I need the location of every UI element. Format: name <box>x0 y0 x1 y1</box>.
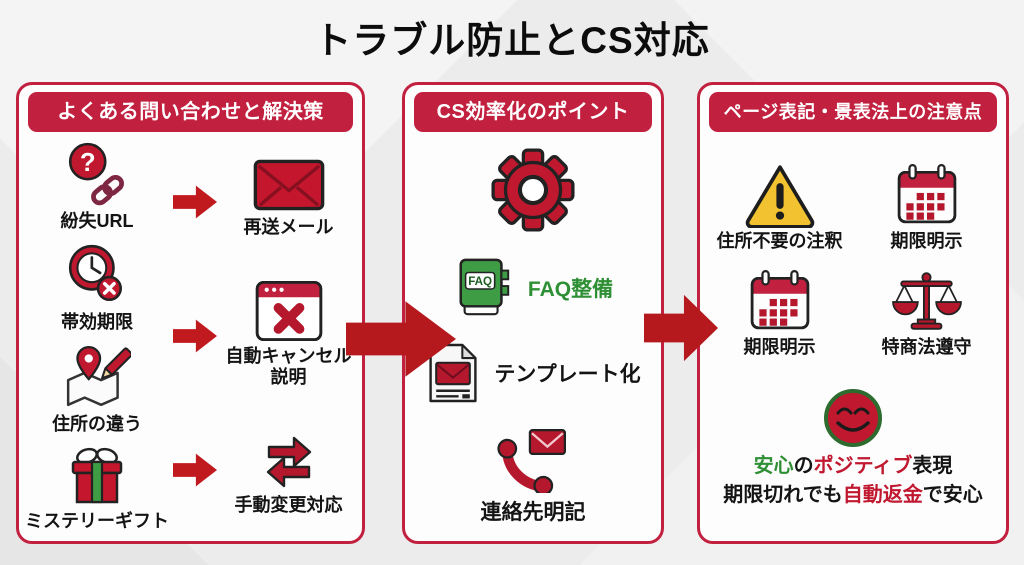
note-item-address: 住所不要の注釈 <box>706 162 853 252</box>
smiley-icon <box>824 388 882 447</box>
expired-clock-icon <box>68 244 122 302</box>
solution-item-manual-change: 手動変更対応 <box>235 430 343 516</box>
document-envelope-icon <box>429 343 477 403</box>
calendar-icon <box>897 164 956 224</box>
efficiency-label: FAQ整備 <box>527 278 614 302</box>
problem-item-mystery-gift: ミステリーギフト <box>25 444 169 532</box>
question-link-icon: ? <box>68 142 124 205</box>
svg-text:FAQ: FAQ <box>468 275 492 288</box>
gift-icon <box>71 447 123 504</box>
calendar-icon <box>750 270 809 330</box>
footer-line-2: 期限切れでも自動返金で安心 <box>723 483 983 506</box>
problems-column: ? 紛失URL <box>21 135 173 537</box>
scales-icon <box>891 272 962 331</box>
swap-arrows-icon <box>266 436 311 488</box>
panel-legal-notes-header: ページ表記・景表法上の注意点 <box>709 92 997 132</box>
arrow-right-icon <box>173 453 217 487</box>
solution-item-resend-mail: 再送メール <box>244 156 334 238</box>
legal-notes-grid: 住所不要の注釈 期限明示 <box>706 162 1000 358</box>
panel-legal-notes-body: 住所不要の注釈 期限明示 <box>706 135 1000 535</box>
gear-icon <box>491 148 575 232</box>
faq-book-icon: FAQ <box>459 258 510 316</box>
efficiency-label: 連絡先明記 <box>480 500 586 524</box>
panel-common-inquiries: よくある問い合わせと解決策 ? 紛失URL <box>16 82 365 544</box>
efficiency-label: テンプレート化 <box>494 362 641 386</box>
note-label: 住所不要の注釈 <box>716 231 843 252</box>
note-item-deadline: 期限明示 <box>853 162 1000 252</box>
arrows-column <box>173 135 217 537</box>
phone-envelope-icon <box>497 428 567 493</box>
arrow-right-icon <box>173 185 217 219</box>
solution-label: 自動キャンセル 説明 <box>225 346 352 388</box>
note-item-law: 特商法遵守 <box>853 268 1000 358</box>
warning-triangle-icon <box>745 165 814 229</box>
solution-label: 再送メール <box>243 216 334 237</box>
envelope-icon <box>253 159 324 210</box>
problem-item-wrong-address: 住所の違う <box>52 343 142 435</box>
note-item-deadline2: 期限明示 <box>706 268 853 358</box>
panel-cs-efficiency: CS効率化のポイント FAQ <box>402 82 664 544</box>
problem-label: 紛失URL <box>60 210 134 231</box>
note-label: 期限明示 <box>890 231 963 252</box>
map-pin-pencil-icon <box>66 345 131 406</box>
problem-item-expired: 帯効期限 <box>61 241 133 333</box>
svg-text:?: ? <box>80 149 96 177</box>
browser-cancel-icon <box>255 281 322 342</box>
problem-label: 住所の違う <box>52 413 142 434</box>
solution-label: 手動変更対応 <box>234 495 343 516</box>
problem-label: 帯効期限 <box>61 312 133 333</box>
panel-legal-notes: ページ表記・景表法上の注意点 住所不要の注釈 <box>697 82 1009 544</box>
note-label: 期限明示 <box>743 337 816 358</box>
efficiency-item-faq: FAQ FAQ整備 <box>453 257 613 319</box>
solutions-column: 再送メール 自動キャンセル 説明 <box>217 135 360 537</box>
problem-label: ミステリーギフト <box>25 511 169 532</box>
footer-line-1: 安心のポジティブ表現 <box>753 454 953 477</box>
problem-item-lost-url: ? 紛失URL <box>61 140 134 232</box>
solution-item-auto-cancel: 自動キャンセル 説明 <box>226 279 352 388</box>
efficiency-item-contact: 連絡先明記 <box>481 427 586 526</box>
arrow-right-icon <box>173 319 217 353</box>
note-label: 特商法遵守 <box>881 337 972 358</box>
panel-common-inquiries-body: ? 紛失URL <box>21 135 360 537</box>
page-title: トラブル防止とCS対応 <box>314 20 710 61</box>
efficiency-item-template: テンプレート化 <box>425 342 641 404</box>
positive-expression-note: 安心のポジティブ表現 期限切れでも自動返金で安心 <box>706 386 1000 508</box>
panel-cs-efficiency-header: CS効率化のポイント <box>414 92 652 132</box>
panel-common-inquiries-header: よくある問い合わせと解決策 <box>28 92 353 132</box>
